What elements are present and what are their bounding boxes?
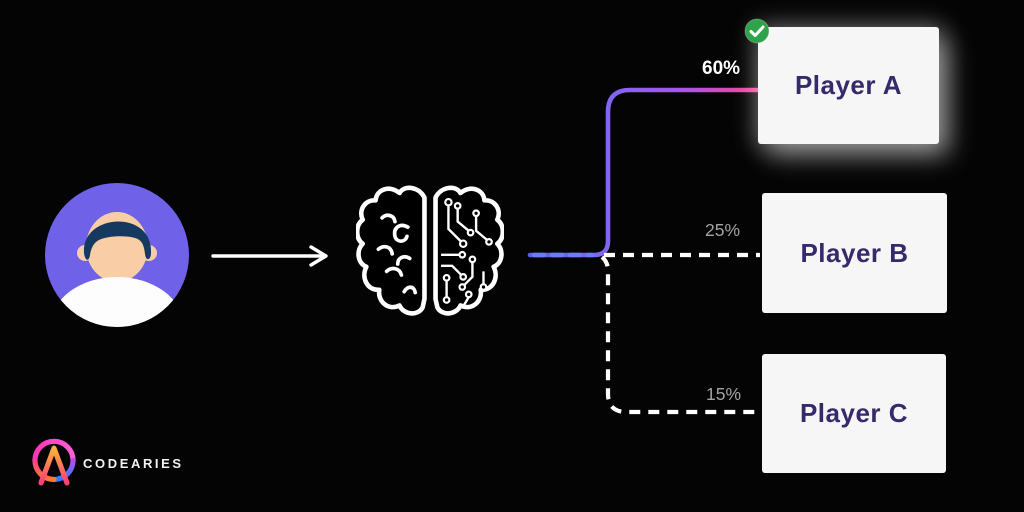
green-check-icon <box>744 18 770 44</box>
brand-logo-mark <box>32 438 76 486</box>
player-c-label: Player C <box>799 398 909 428</box>
player-b-card: Player B <box>762 193 947 313</box>
ai-brain-half-circuit-icon <box>356 181 504 323</box>
player-c-card: Player C <box>762 354 946 473</box>
right-arrow-icon <box>205 242 341 270</box>
player-a-label: Player A <box>794 70 903 100</box>
probability-label-player-c: 15% <box>706 384 742 404</box>
probability-label-player-a: 60% <box>702 58 741 79</box>
brand-logo: CODEARIES <box>28 434 184 492</box>
player-a-card: Player A <box>758 27 939 144</box>
probability-label-player-b: 25% <box>705 220 741 240</box>
player-b-label: Player B <box>800 237 909 268</box>
brand-name: CODEARIES <box>83 455 184 471</box>
user-avatar-icon <box>45 183 189 327</box>
